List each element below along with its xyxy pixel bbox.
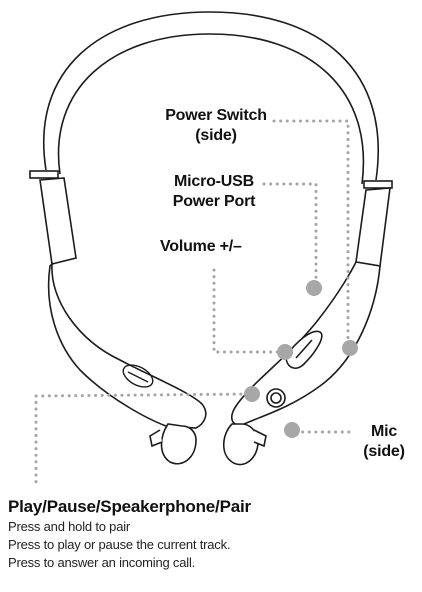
left-earbud <box>160 423 197 465</box>
left-collar <box>29 170 59 179</box>
right-ribbed-section <box>355 187 391 267</box>
instruction-line: Press to answer an incoming call. <box>8 555 196 570</box>
callout-markers <box>244 280 358 438</box>
play-pause-title: Play/Pause/Speakerphone/Pair <box>8 497 251 516</box>
leader-volume <box>212 268 282 354</box>
leader-lines <box>34 119 354 486</box>
callout-micro-usb: Micro-USB Power Port <box>160 172 268 212</box>
rocker-divider <box>295 339 313 359</box>
right-earbud <box>222 423 259 466</box>
right-collar <box>363 180 393 189</box>
callout-micro-usb-line2: Power Port <box>172 193 256 210</box>
neckband-outer <box>42 11 379 181</box>
neckband-headphones <box>29 11 393 466</box>
leader-power-switch <box>272 119 350 348</box>
leader-play-pause <box>34 392 256 486</box>
marker-mic <box>284 422 300 438</box>
marker-play-pause <box>244 386 260 402</box>
marker-power-switch <box>342 340 358 356</box>
ilive-logo <box>122 364 154 388</box>
leader-micro-usb <box>262 182 318 288</box>
marker-micro-usb <box>306 280 322 296</box>
callout-power-switch-line1: Power Switch <box>165 107 267 124</box>
callout-volume: Volume +/– <box>160 237 272 257</box>
instruction-line: Press and hold to pair <box>8 519 131 534</box>
callout-micro-usb-line1: Micro-USB <box>174 173 254 190</box>
neckband-inner <box>57 33 365 185</box>
right-earbud-tip <box>253 429 267 448</box>
left-body <box>47 261 207 429</box>
marker-volume <box>277 344 293 360</box>
play-pause-button <box>266 388 286 408</box>
callout-mic-line2: (side) <box>363 443 405 460</box>
callout-power-switch-line2: (side) <box>195 127 237 144</box>
play-pause-instructions: Play/Pause/Speakerphone/Pair Press and h… <box>8 496 418 572</box>
callout-mic-line1: Mic <box>370 423 398 440</box>
callout-volume-label: Volume +/– <box>160 238 242 255</box>
left-ribbed-section <box>39 177 77 265</box>
instruction-line: Press to play or pause the current track… <box>8 537 231 552</box>
play-pause-button-inner <box>270 392 282 404</box>
callout-power-switch: Power Switch (side) <box>150 106 282 146</box>
left-earbud-tip <box>149 429 163 448</box>
callout-mic: Mic (side) <box>356 422 412 462</box>
